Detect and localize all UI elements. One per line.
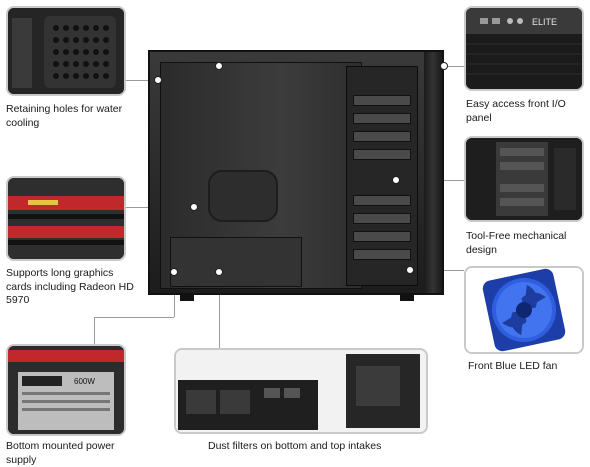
dust-filter-icon: [176, 350, 426, 432]
caption-power-supply: Bottom mounted power supply: [6, 440, 115, 466]
case-foot: [400, 293, 414, 301]
drive-bays: [346, 66, 418, 286]
caption-graphics-cards: Supports long graphics cards including R…: [6, 267, 134, 306]
thumb-water-cooling: [6, 6, 126, 96]
vent-grille-icon: [8, 8, 124, 94]
callout-dot-toolfree: [392, 176, 400, 184]
thumb-led-fan: [464, 266, 584, 354]
bay-slot: [353, 95, 411, 106]
front-io-icon: ELITE: [466, 8, 582, 89]
callout-dot-io: [440, 62, 448, 70]
caption-led-fan: Front Blue LED fan: [468, 360, 558, 372]
thumb-power-supply: 600W: [6, 344, 126, 436]
callout-dot-dust: [215, 62, 223, 70]
bay-slot: [353, 113, 411, 124]
thumb-graphics-cards: [6, 176, 126, 261]
bay-slot: [353, 131, 411, 142]
power-supply-icon: 600W: [8, 346, 124, 434]
psu-bay: [170, 237, 302, 287]
bay-slot: [353, 231, 411, 242]
cpu-cutout: [208, 170, 278, 222]
front-bezel: [424, 52, 442, 293]
psu-label-text: 600W: [74, 377, 95, 386]
caption-dust-filters: Dust filters on bottom and top intakes: [208, 440, 382, 452]
elite-logo-text: ELITE: [532, 17, 557, 27]
callout-dot-water: [154, 76, 162, 84]
computer-case: [148, 50, 444, 301]
callout-dot-psu: [170, 268, 178, 276]
callout-dot-dust-bottom: [215, 268, 223, 276]
leader-line-psu-v: [94, 317, 95, 346]
thumb-tool-free: [464, 136, 584, 222]
caption-front-io: Easy access front I/O panel: [466, 98, 566, 124]
callout-dot-gpu: [190, 203, 198, 211]
tool-free-bay-icon: [466, 138, 582, 220]
caption-tool-free: Tool-Free mechanical design: [466, 230, 567, 256]
blue-led-fan-icon: [466, 268, 582, 352]
bay-slot: [353, 195, 411, 206]
thumb-dust-filters: [174, 348, 428, 434]
leader-line-water: [126, 80, 158, 81]
thumb-front-io: ELITE: [464, 6, 584, 91]
callout-dot-fan: [406, 266, 414, 274]
leader-line-psu-h: [94, 317, 174, 318]
caption-water-cooling: Retaining holes for water cooling: [6, 103, 123, 129]
case-foot: [180, 293, 194, 301]
bay-slot: [353, 213, 411, 224]
graphics-card-icon: [8, 178, 124, 259]
leader-line-io: [444, 66, 464, 67]
bay-slot: [353, 249, 411, 260]
bay-slot: [353, 149, 411, 160]
